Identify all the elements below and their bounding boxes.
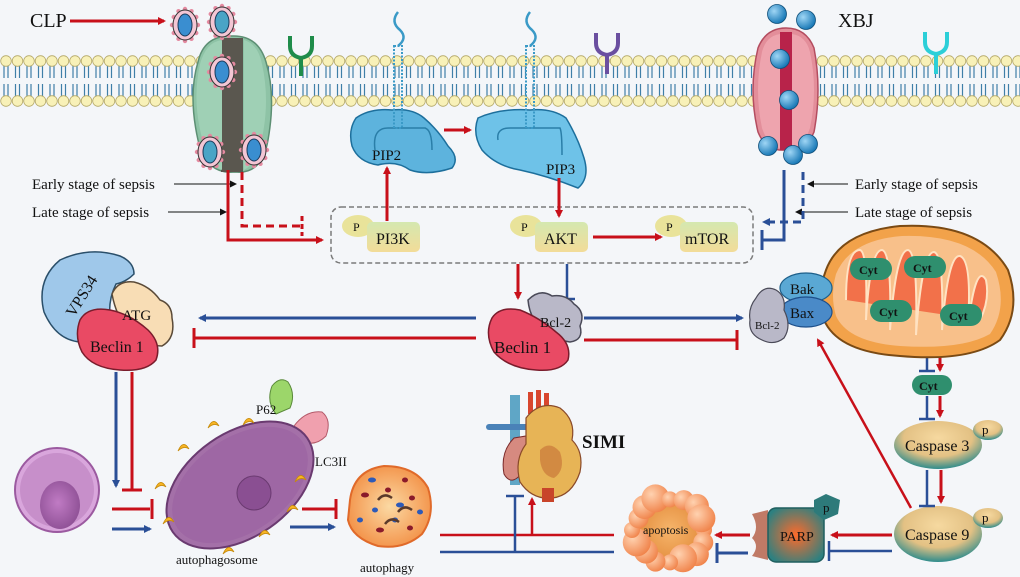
center-beclin-label: Beclin 1: [494, 338, 551, 357]
bak-label: Bak: [790, 282, 815, 298]
xbj-molecule-icon: [767, 4, 787, 24]
cyt-node-4: Cyt: [940, 304, 982, 326]
caspase9-label: Caspase 9: [905, 527, 969, 544]
p62-label: P62: [256, 402, 276, 417]
autophagosome: P62 LC3II autophagosome: [165, 379, 347, 567]
caspase9-to-bax-arrow: [816, 338, 913, 509]
xbj-molecule-icon: [758, 136, 778, 156]
vps34-atg-beclin-complex: VPS34 ATG Beclin 1: [41, 251, 174, 372]
bax-label: Bax: [790, 306, 815, 322]
xbj-molecule-icon: [796, 10, 816, 30]
cyt-node-3: Cyt: [870, 300, 912, 322]
xbj-molecules: [758, 4, 818, 165]
xbj-molecule-icon: [798, 134, 818, 154]
receptor-purple-icon: [594, 33, 620, 74]
simi-label: SIMI: [582, 432, 625, 453]
receptor-cyan-icon: [923, 32, 949, 74]
autophagosome-label: autophagosome: [176, 552, 258, 567]
pip3-protein: PIP3: [475, 11, 587, 189]
caspase3-node: Caspase 3 p: [894, 420, 1003, 469]
cyt-label-2: Cyt: [913, 261, 932, 275]
xbj-early-activation-line: [762, 172, 805, 226]
pi3k-node: P PI3K: [342, 215, 420, 252]
xbj-molecule-icon: [770, 49, 790, 69]
mitochondrial-cyt-group: Cyt Cyt Cyt Cyt: [850, 256, 982, 326]
cyt-node-2: Cyt: [904, 256, 946, 278]
lc3-anchors: [154, 418, 307, 555]
xbj-label: XBJ: [838, 10, 874, 32]
heart-icon: [486, 390, 582, 502]
late-stage-label-left: Late stage of sepsis: [32, 205, 149, 221]
parp-phospho-label: p: [823, 500, 830, 515]
xbj-channel: [752, 27, 819, 151]
mtor-label: mTOR: [685, 231, 729, 248]
caspase3-label: Caspase 3: [905, 438, 969, 455]
parp-node: PARP p: [752, 494, 840, 563]
cyt-label-3: Cyt: [879, 305, 898, 319]
caspase9-node: Caspase 9 p: [894, 506, 1003, 562]
parp-label: PARP: [780, 530, 814, 545]
clp-late-activation-line: [226, 170, 324, 244]
caspase9-phospho-label: p: [982, 510, 989, 525]
cell-membrane: [0, 55, 1020, 107]
pi3k-label: PI3K: [376, 231, 410, 248]
pi3k-akt-mtor-box: [330, 206, 754, 264]
autolysosome: autophagy: [346, 464, 432, 575]
center-bcl2-label: Bcl-2: [540, 316, 571, 331]
pip3-label: PIP3: [546, 162, 575, 178]
mito-bcl2-label: Bcl-2: [755, 320, 779, 332]
late-stage-label-right: Late stage of sepsis: [855, 205, 972, 221]
mito-bcl2-node: Bcl-2: [749, 287, 789, 344]
apoptotic-bleb-icon: [641, 484, 670, 513]
akt-phospho-label: P: [521, 220, 528, 234]
caspase3-phospho-label: p: [982, 422, 989, 437]
released-cyt-label: Cyt: [919, 379, 938, 393]
mitochondrion: [819, 224, 1015, 359]
apoptotic-bleb-icon: [662, 491, 678, 508]
apoptotic-bleb-icon: [662, 554, 678, 571]
lc3ii-label: LC3II: [315, 454, 347, 469]
xbj-molecule-icon: [779, 90, 799, 110]
apoptotic-body: [622, 484, 716, 573]
pathogen-icon: [206, 3, 238, 41]
pi3k-phospho-label: P: [353, 220, 360, 234]
apoptotic-bleb-icon: [687, 504, 716, 533]
atg-label: ATG: [122, 308, 151, 324]
mtor-node: P mTOR: [655, 215, 738, 252]
akt-node: P AKT: [510, 215, 588, 252]
clp-early-inhibition-line: [240, 172, 302, 228]
receptor-green-icon: [288, 36, 314, 76]
akt-label: AKT: [544, 231, 577, 248]
cardiomyocyte-cell: [14, 447, 100, 533]
early-stage-label-right: Early stage of sepsis: [855, 177, 978, 193]
bak-node: Bak: [779, 272, 833, 304]
pip2-label: PIP2: [372, 148, 401, 164]
early-stage-label-left: Early stage of sepsis: [32, 177, 155, 193]
beclin-bcl2-complex: Bcl-2 Beclin 1: [487, 292, 583, 372]
cyt-label-1: Cyt: [859, 263, 878, 277]
left-beclin-label: Beclin 1: [90, 339, 144, 356]
pathogen-icon: [194, 133, 226, 171]
pathogen-icon: [206, 53, 238, 91]
apoptosis-label: apoptosis: [643, 523, 689, 537]
pathogen-icon: [169, 6, 201, 44]
autophagy-label: autophagy: [360, 560, 415, 575]
cyt-label-4: Cyt: [949, 309, 968, 323]
mtor-phospho-label: P: [666, 220, 673, 234]
pathogen-icon: [238, 131, 270, 169]
cyt-node-1: Cyt: [850, 258, 892, 280]
pip2-protein: PIP2: [349, 11, 456, 174]
released-cyt-node: Cyt: [912, 375, 952, 395]
clp-label: CLP: [30, 10, 67, 32]
xbj-molecule-icon: [783, 145, 803, 165]
xbj-late-inhibition-line: [762, 170, 786, 242]
